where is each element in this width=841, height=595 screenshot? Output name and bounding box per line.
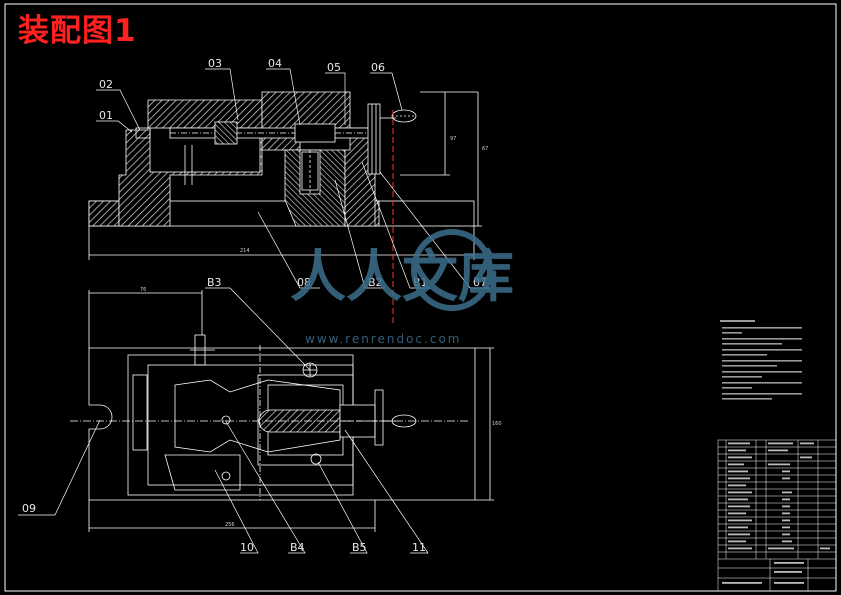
svg-text:214: 214: [240, 248, 250, 254]
label-b4: B4: [290, 541, 305, 554]
label-part-03: 03: [208, 57, 222, 70]
watermark-url: www.renrendoc.com: [305, 332, 461, 346]
sheet-title: 装配图1: [18, 13, 137, 49]
label-part-08: 08: [297, 276, 311, 289]
label-part-04: 04: [268, 57, 282, 70]
label-part-09: 09: [22, 502, 36, 515]
label-part-05: 05: [327, 61, 341, 74]
svg-text:97: 97: [450, 136, 456, 142]
front-view: [88, 91, 482, 260]
technical-notes: [720, 320, 802, 400]
watermark: 人人文库 www.renrendoc.com: [290, 229, 514, 346]
label-b5: B5: [352, 541, 367, 554]
label-part-02: 02: [99, 78, 113, 91]
top-view: [70, 290, 494, 532]
watermark-brand: 人人文库: [290, 245, 514, 310]
label-part-11: 11: [412, 541, 426, 554]
parts-list-text: [722, 442, 830, 584]
label-part-01: 01: [99, 109, 113, 122]
label-part-10: 10: [240, 541, 254, 554]
label-b2: B2: [368, 276, 383, 289]
sheet-border: [4, 3, 837, 592]
svg-text:160: 160: [492, 421, 502, 427]
parts-list-table: [717, 439, 837, 592]
svg-text:76: 76: [140, 287, 146, 293]
svg-text:67: 67: [482, 146, 488, 152]
leader-lines: [18, 68, 490, 554]
label-part-06: 06: [371, 61, 385, 74]
label-b3: B3: [207, 276, 222, 289]
svg-text:256: 256: [225, 522, 235, 528]
